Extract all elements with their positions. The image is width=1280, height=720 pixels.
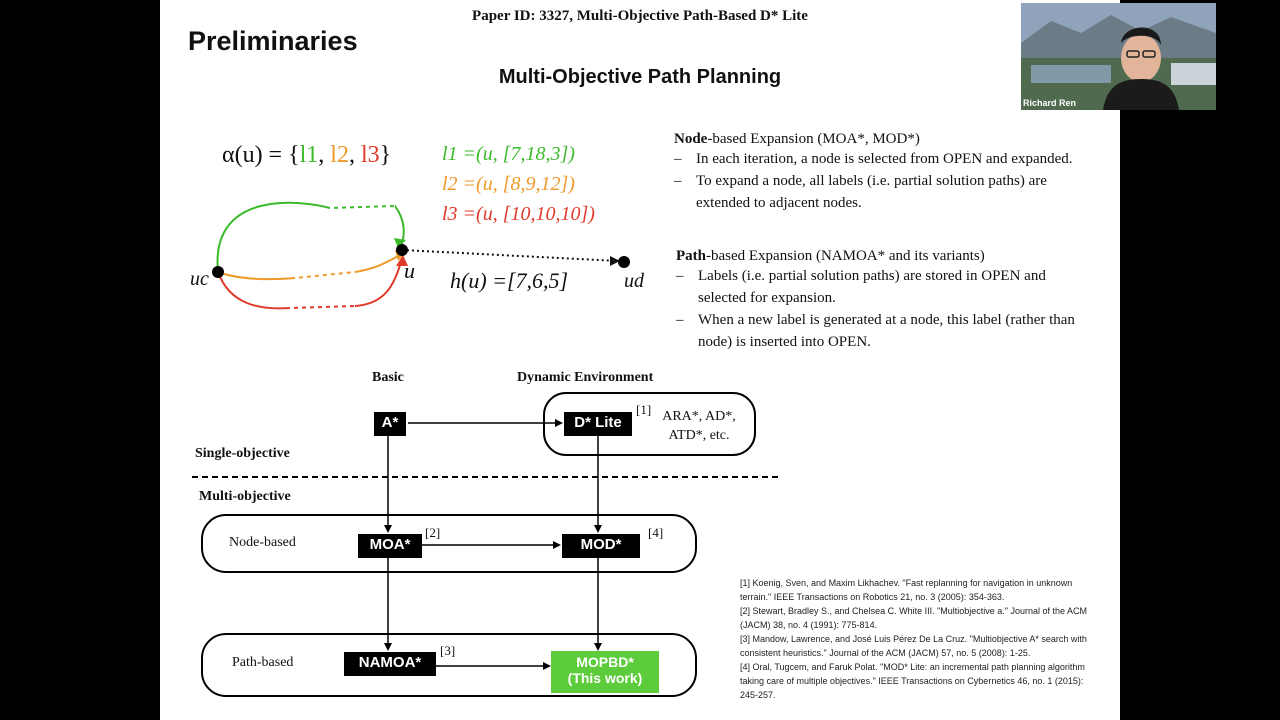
node-ud-label: ud [624, 270, 644, 292]
node-based-row [201, 514, 697, 573]
mopbd-subtitle: (This work) [567, 670, 643, 686]
label-l2: l2 =(u, [8,9,12]) [442, 173, 575, 195]
moa-citation: [2] [425, 525, 441, 540]
col-basic: Basic [372, 370, 404, 385]
reference-3: [3] Mandow, Lawrence, and José Luis Pére… [740, 634, 1087, 658]
label-l3: l3 =(u, [10,10,10]) [442, 203, 595, 225]
list-item: –To expand a node, all labels (i.e. part… [674, 173, 1047, 211]
slide: Paper ID: 3327, Multi-Objective Path-Bas… [160, 0, 1120, 720]
row-path-based: Path-based [232, 655, 294, 670]
path-based-row [201, 633, 697, 697]
dstar-citation: [1] [636, 402, 652, 417]
node-u [396, 244, 408, 256]
node-uc-label: uc [190, 268, 209, 290]
dynamic-group [543, 392, 756, 456]
mod-box: MOD* [562, 534, 640, 558]
node-based-description: Node-based Expansion (MOA*, MOD*) –In ea… [674, 131, 1086, 214]
alpha-set: α(u) = {l1, l2, l3} [222, 142, 392, 168]
node-uc [212, 266, 224, 278]
row-single-objective: Single-objective [195, 446, 290, 461]
reference-1: [1] Koenig, Sven, and Maxim Likhachev. "… [740, 578, 1073, 602]
paper-header: Paper ID: 3327, Multi-Objective Path-Bas… [472, 8, 808, 24]
references: [1] Koenig, Sven, and Maxim Likhachev. "… [740, 576, 1100, 702]
node-u-label: u [404, 258, 415, 283]
mod-citation: [4] [648, 525, 664, 540]
path-red [217, 257, 403, 310]
taxonomy-diagram [192, 392, 778, 697]
mopbd-box: MOPBD* (This work) [551, 651, 659, 693]
path-green [216, 201, 405, 273]
dstar-lite-box: D* Lite [564, 412, 632, 436]
namoa-box: NAMOA* [344, 652, 436, 676]
astar-box: A* [374, 412, 406, 436]
node-based-heading: Node-based Expansion (MOA*, MOD*) [674, 131, 920, 147]
reference-4: [4] Oral, Tugcem, and Faruk Polat. "MOD*… [740, 662, 1085, 700]
reference-2: [2] Stewart, Bradley S., and Chelsea C. … [740, 606, 1088, 630]
moa-box: MOA* [358, 534, 422, 558]
col-dynamic: Dynamic Environment [517, 370, 654, 385]
path-based-description: Path-based Expansion (NAMOA* and its var… [676, 248, 1088, 353]
namoa-citation: [3] [440, 643, 456, 658]
label-l1: l1 =(u, [7,18,3]) [442, 143, 575, 165]
presenter-name: Richard Ren [1023, 98, 1077, 108]
slide-subtitle: Multi-Objective Path Planning [498, 66, 782, 88]
dynamic-others: ARA*, AD*, ATD*, etc. [662, 409, 736, 443]
webcam-scene [1021, 3, 1216, 110]
presenter-video: Richard Ren [1021, 3, 1216, 110]
section-title: Preliminaries [188, 26, 358, 56]
list-item: –Labels (i.e. partial solution paths) ar… [676, 268, 1046, 306]
mopbd-title: MOPBD* [576, 654, 634, 670]
list-item: –When a new label is generated at a node… [676, 312, 1075, 350]
label-figure [212, 201, 630, 310]
list-item: –In each iteration, a node is selected f… [674, 151, 1073, 167]
node-ud [618, 256, 630, 268]
heuristic-label: h(u) =[7,6,5] [450, 268, 569, 293]
row-node-based: Node-based [229, 535, 296, 550]
row-multi-objective: Multi-objective [199, 489, 291, 504]
path-based-heading: Path-based Expansion (NAMOA* and its var… [676, 248, 985, 264]
